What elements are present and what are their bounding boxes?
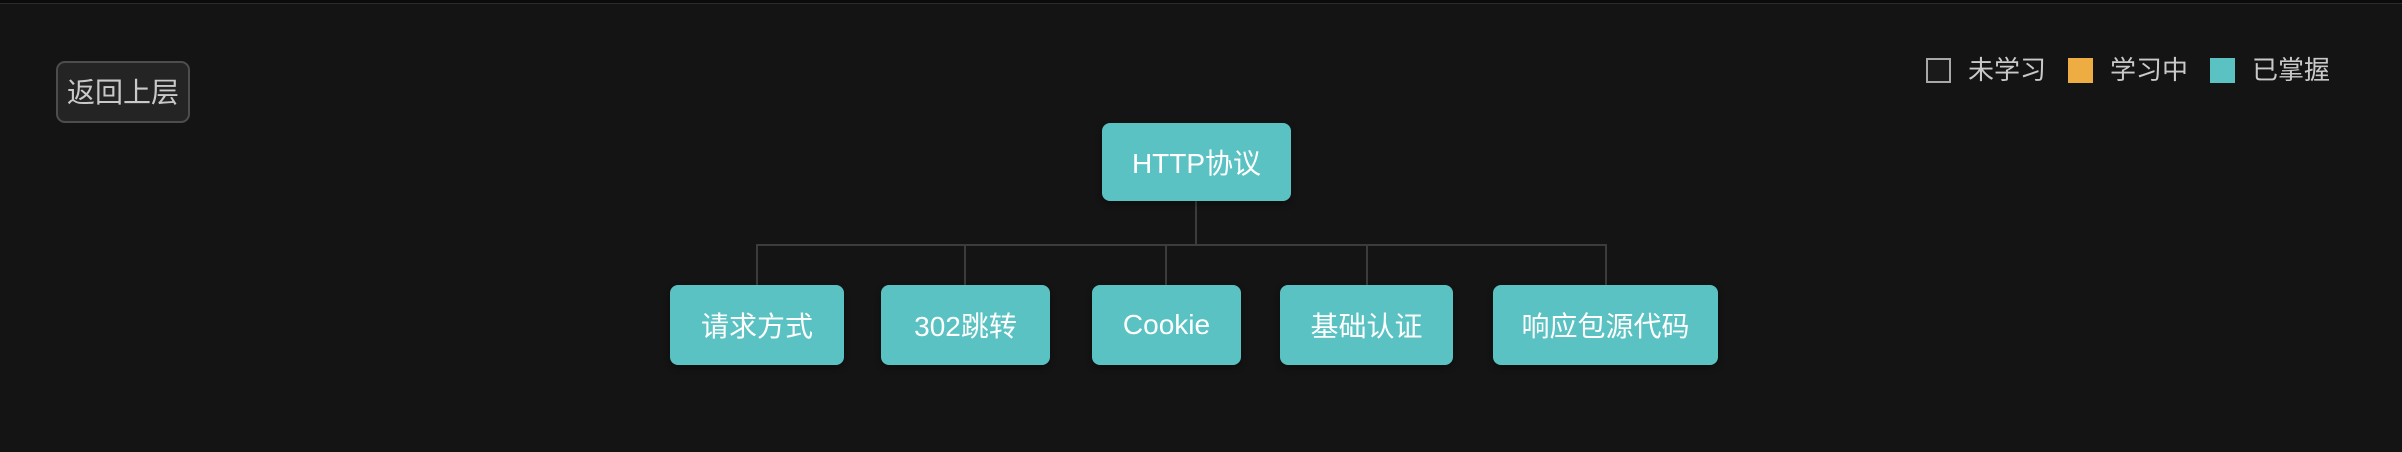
connector-drop bbox=[964, 246, 966, 285]
tree-node-request-methods[interactable]: 请求方式 bbox=[670, 285, 844, 365]
connector-bus bbox=[756, 244, 1607, 246]
tree-node-http-protocol[interactable]: HTTP协议 bbox=[1102, 123, 1291, 201]
connector-drop bbox=[1605, 246, 1607, 285]
back-to-parent-button[interactable]: 返回上层 bbox=[56, 61, 190, 123]
learning-swatch-icon bbox=[2067, 57, 2093, 83]
connector-root-stem bbox=[1195, 201, 1197, 245]
top-edge-divider bbox=[0, 0, 2402, 4]
legend-item-mastered: 已掌握 bbox=[2209, 55, 2330, 85]
connector-drop bbox=[756, 246, 758, 285]
tree-node-cookie[interactable]: Cookie bbox=[1092, 285, 1241, 365]
connector-drop bbox=[1165, 246, 1167, 285]
tree-node-basic-auth[interactable]: 基础认证 bbox=[1280, 285, 1453, 365]
legend-item-learning: 学习中 bbox=[2067, 55, 2188, 85]
connector-drop bbox=[1366, 246, 1368, 285]
not-learned-swatch-icon bbox=[1925, 57, 1951, 83]
legend-item-not-learned: 未学习 bbox=[1925, 55, 2046, 85]
mastered-swatch-icon bbox=[2209, 57, 2235, 83]
status-legend: 未学习 学习中 已掌握 bbox=[1925, 45, 2330, 95]
tree-node-302-redirect[interactable]: 302跳转 bbox=[881, 285, 1050, 365]
legend-label: 未学习 bbox=[1967, 55, 2046, 85]
legend-label: 学习中 bbox=[2109, 55, 2188, 85]
tree-node-response-source[interactable]: 响应包源代码 bbox=[1493, 285, 1718, 365]
legend-label: 已掌握 bbox=[2251, 55, 2330, 85]
